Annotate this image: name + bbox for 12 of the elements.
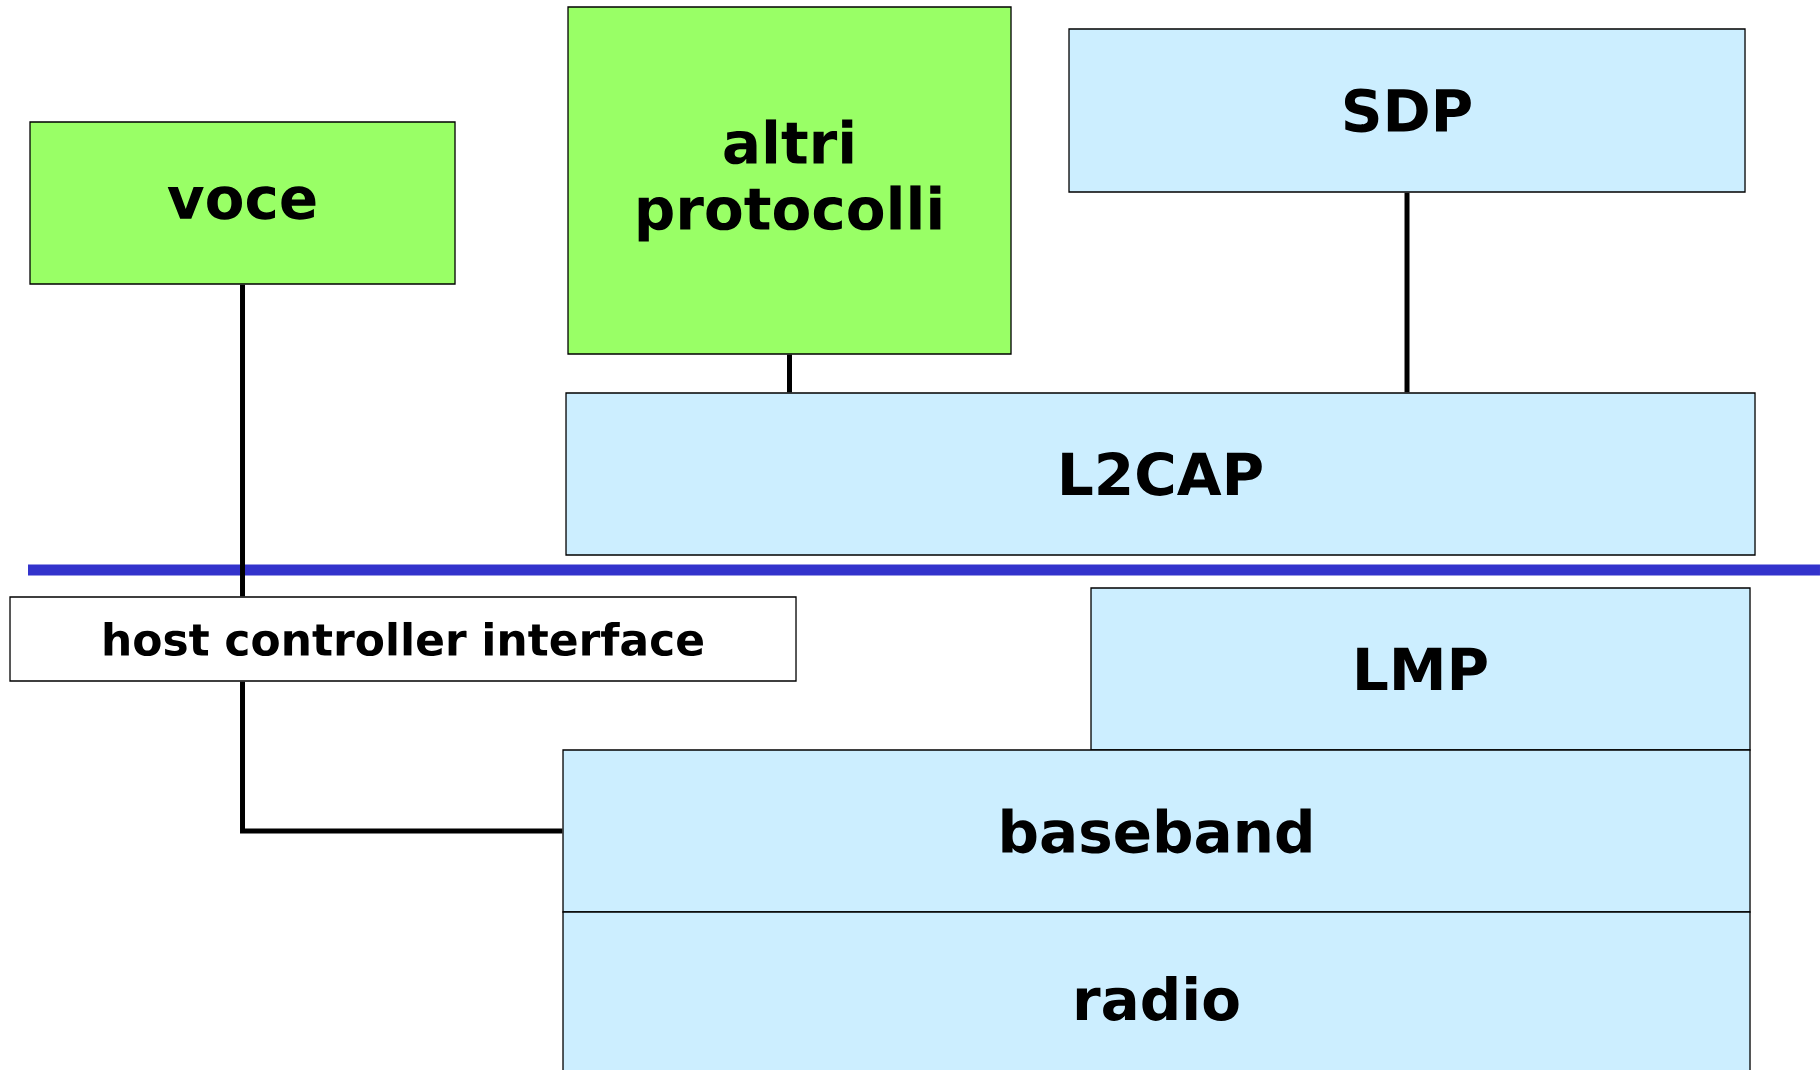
layer-box: SDP xyxy=(1068,28,1746,193)
layer-box: radio xyxy=(562,911,1751,1070)
layer-box: L2CAP xyxy=(565,392,1756,556)
layer-box: LMP xyxy=(1090,587,1751,751)
layer-box: baseband xyxy=(562,749,1751,913)
connector-line xyxy=(1404,192,1410,393)
protocol-box: altri protocolli xyxy=(567,6,1012,355)
connector-line xyxy=(240,284,245,597)
protocol-box: voce xyxy=(29,121,456,285)
connector-line xyxy=(240,681,563,834)
connector-line xyxy=(787,354,792,393)
interface-box: host controller interface xyxy=(9,596,797,682)
